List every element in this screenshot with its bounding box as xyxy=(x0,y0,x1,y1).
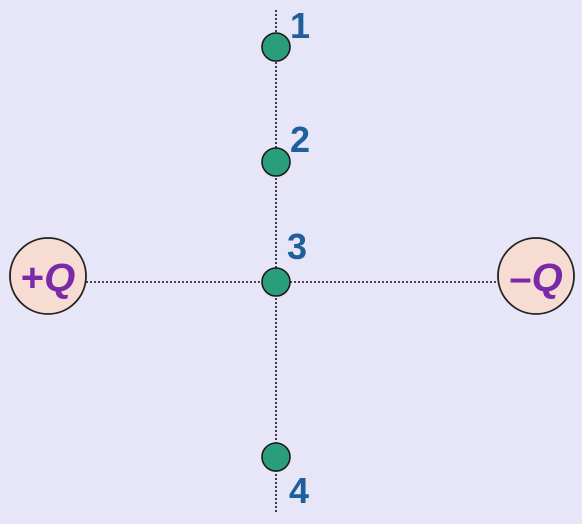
point-4-label: 4 xyxy=(289,470,309,511)
positive-charge-sign: + xyxy=(21,256,44,300)
point-2-marker xyxy=(261,147,291,177)
negative-charge-sign: – xyxy=(509,256,531,300)
point-3-marker xyxy=(261,267,291,297)
point-3-label: 3 xyxy=(287,226,307,267)
positive-charge-label: +Q xyxy=(21,256,75,300)
positive-charge-circle xyxy=(9,237,87,315)
point-2-label: 2 xyxy=(290,119,310,160)
negative-charge-letter: Q xyxy=(532,256,563,300)
negative-charge-label: –Q xyxy=(509,256,562,300)
positive-charge: +Q xyxy=(9,237,87,315)
point-4-marker xyxy=(261,442,291,472)
negative-charge: –Q xyxy=(497,237,575,315)
point-1-marker xyxy=(261,32,291,62)
point-1-label: 1 xyxy=(290,5,310,46)
negative-charge-circle xyxy=(497,237,575,315)
positive-charge-letter: Q xyxy=(44,256,75,300)
